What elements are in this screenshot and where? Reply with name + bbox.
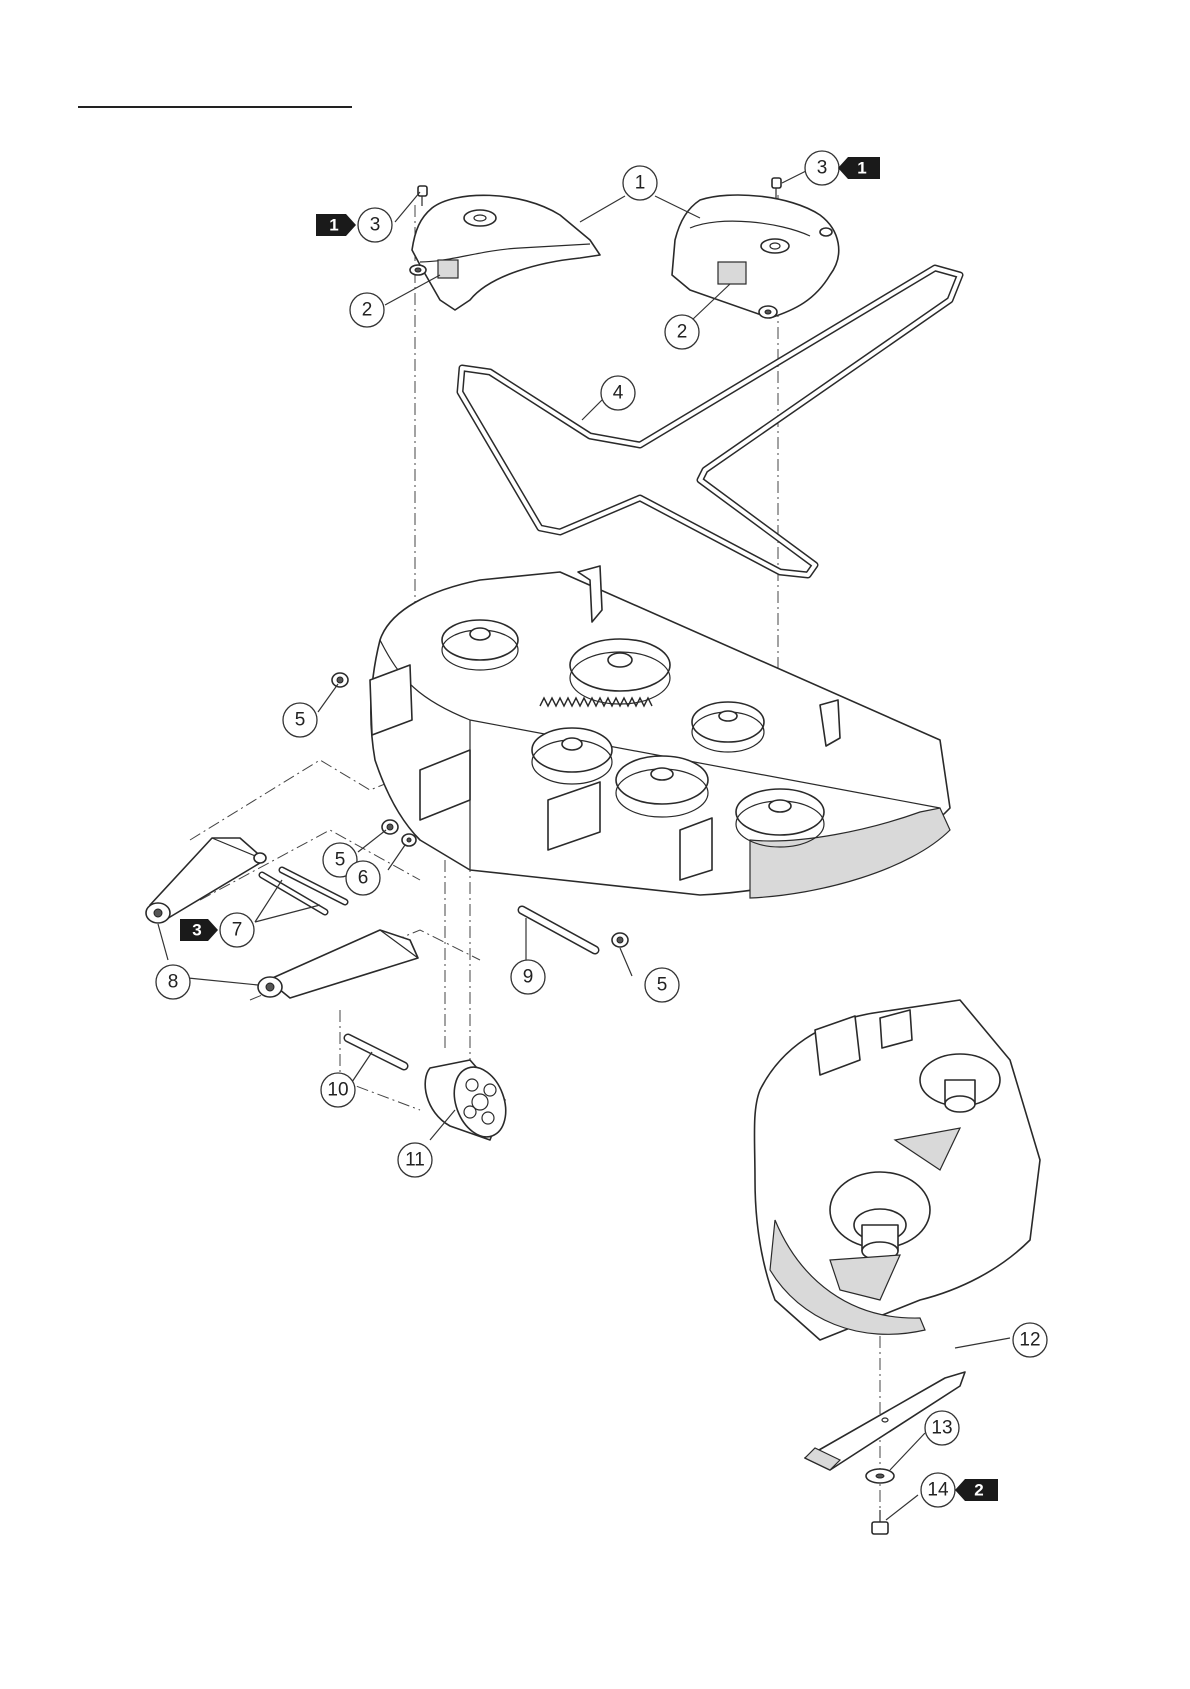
callout-6: 6	[346, 861, 380, 895]
callout-label: 7	[232, 920, 243, 941]
callout-5-upper: 5	[283, 703, 317, 737]
callout-3-left: 3	[358, 208, 392, 242]
nut-part-5-a	[332, 673, 348, 687]
note-tag-3: 3	[180, 919, 218, 941]
note-tag-2: 2	[955, 1479, 998, 1501]
callout-label: 5	[295, 710, 306, 731]
note-tag-label: 3	[192, 921, 201, 940]
callout-label: 4	[613, 383, 624, 404]
callout-label: 8	[168, 972, 179, 993]
mower-deck	[370, 566, 950, 898]
callout-label: 9	[523, 967, 534, 988]
callout-label: 3	[370, 215, 381, 236]
callout-label: 11	[405, 1150, 425, 1171]
belt-cover-right	[672, 195, 839, 318]
callout-label: 3	[817, 158, 828, 179]
callout-8: 8	[156, 965, 190, 999]
washer-part-6	[402, 834, 416, 846]
roller-wheel-part-11	[425, 1060, 515, 1144]
callout-3-right: 3	[805, 151, 839, 185]
callout-2-right: 2	[665, 315, 699, 349]
note-tag-label: 2	[974, 1481, 983, 1500]
callout-12: 12	[1013, 1323, 1047, 1357]
callout-label: 12	[1019, 1330, 1040, 1351]
callout-14: 14	[921, 1473, 955, 1507]
callout-13: 13	[925, 1411, 959, 1445]
callout-2-left: 2	[350, 293, 384, 327]
note-tag-1-right: 1	[838, 157, 880, 179]
callout-label: 1	[635, 173, 646, 194]
callout-label: 5	[335, 850, 346, 871]
belt-cover-left	[410, 195, 600, 310]
callout-label: 6	[358, 868, 369, 889]
callout-label: 2	[362, 300, 373, 321]
callout-9: 9	[511, 960, 545, 994]
axle-part-10	[348, 1038, 404, 1066]
deck-underside-view	[754, 1000, 1040, 1340]
bolt-part-3-right	[772, 178, 781, 198]
rod-part-9	[522, 910, 595, 950]
note-tag-label: 1	[857, 159, 866, 178]
callout-4: 4	[601, 376, 635, 410]
callout-label: 5	[657, 975, 668, 996]
callout-10: 10	[321, 1073, 355, 1107]
note-tag-label: 1	[329, 216, 338, 235]
bolt-part-3-left	[418, 186, 427, 206]
bolt-part-14	[872, 1510, 888, 1534]
callout-7: 7	[220, 913, 254, 947]
callout-label: 14	[927, 1480, 949, 1501]
note-tag-1-left: 1	[316, 214, 356, 236]
washer-part-13	[866, 1469, 894, 1483]
callout-1-left: 1	[623, 166, 657, 200]
nut-part-5-c	[612, 933, 628, 947]
callout-label: 13	[931, 1418, 952, 1439]
callout-5-lower: 5	[645, 968, 679, 1002]
drive-belt	[460, 268, 960, 575]
callout-label: 2	[677, 322, 688, 343]
callout-11: 11	[398, 1143, 432, 1177]
callout-label: 10	[327, 1080, 348, 1101]
arm-part-8-upper	[146, 838, 266, 923]
arm-part-8-lower	[258, 930, 418, 998]
